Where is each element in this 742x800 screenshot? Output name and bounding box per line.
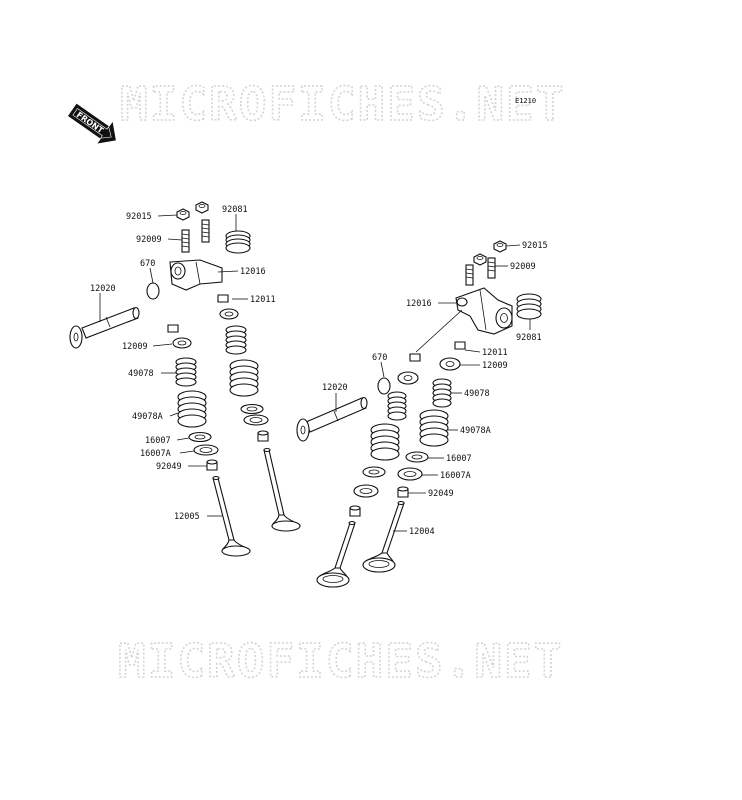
rocker-shaft-icon — [296, 396, 368, 442]
callout-92015: 92015 — [522, 241, 548, 251]
outer-spring-icon — [177, 359, 259, 428]
callout-49078: 49078 — [128, 369, 154, 379]
watermark-bottom: MICROFICHES.NET — [118, 634, 563, 688]
callout-92049: 92049 — [156, 462, 182, 472]
callout-16007a: 16007A — [440, 471, 471, 481]
adjusting-screw-icon — [465, 257, 496, 286]
callout-12016: 12016 — [406, 299, 432, 309]
callout-12009: 12009 — [122, 342, 148, 352]
inner-spring-icon — [175, 325, 247, 387]
diagram-code: E1210 — [515, 97, 536, 105]
callout-16007: 16007 — [446, 454, 472, 464]
o-ring-icon — [377, 377, 391, 395]
valve-icon — [212, 447, 301, 557]
outer-spring-icon — [370, 409, 449, 461]
callout-92015: 92015 — [126, 212, 152, 222]
front-arrow-icon: FRONT — [67, 103, 116, 144]
callout-92081: 92081 — [222, 205, 248, 215]
rocker-shaft-icon — [69, 306, 140, 349]
callout-92049: 92049 — [428, 489, 454, 499]
o-ring-icon — [146, 282, 160, 300]
callout-12020: 12020 — [90, 284, 116, 294]
callout-49078: 49078 — [464, 389, 490, 399]
stem-seal-icon — [349, 486, 409, 517]
retainer-icon — [397, 357, 461, 385]
rocker-arm-icon — [169, 259, 223, 291]
spring-icon — [516, 293, 542, 320]
callout-12005: 12005 — [174, 512, 200, 522]
callout-labels: 92015 92081 92009 670 12016 12020 12011 … — [90, 205, 548, 537]
valve-icon — [316, 500, 405, 588]
callout-670: 670 — [372, 353, 387, 363]
callout-670: 670 — [140, 259, 155, 269]
leader-lines — [99, 214, 531, 532]
watermark-top: MICROFICHES.NET — [120, 77, 565, 131]
callout-12020: 12020 — [322, 383, 348, 393]
spring-seat-icon — [188, 403, 269, 456]
spring-seat-icon — [353, 451, 429, 498]
callout-49078a: 49078A — [460, 426, 491, 436]
cotter-icon — [167, 294, 229, 333]
callout-49078a: 49078A — [132, 412, 163, 422]
callout-12004: 12004 — [409, 527, 435, 537]
callout-12011: 12011 — [482, 348, 508, 358]
rocker-arm-icon — [455, 287, 513, 335]
adjusting-screw-icon — [181, 219, 210, 253]
nut-icon — [473, 240, 507, 266]
inner-spring-icon — [387, 378, 452, 421]
callout-12011: 12011 — [250, 295, 276, 305]
stem-seal-icon — [206, 430, 269, 471]
callout-92081: 92081 — [516, 333, 542, 343]
callout-16007a: 16007A — [140, 449, 171, 459]
callout-12016: 12016 — [240, 267, 266, 277]
retainer-icon — [172, 308, 239, 349]
callout-12009: 12009 — [482, 361, 508, 371]
callout-92009: 92009 — [136, 235, 162, 245]
cotter-icon — [409, 341, 466, 362]
callout-92009: 92009 — [510, 262, 536, 272]
callout-16007: 16007 — [145, 436, 171, 446]
nut-icon — [176, 201, 209, 221]
spring-icon — [225, 230, 251, 254]
